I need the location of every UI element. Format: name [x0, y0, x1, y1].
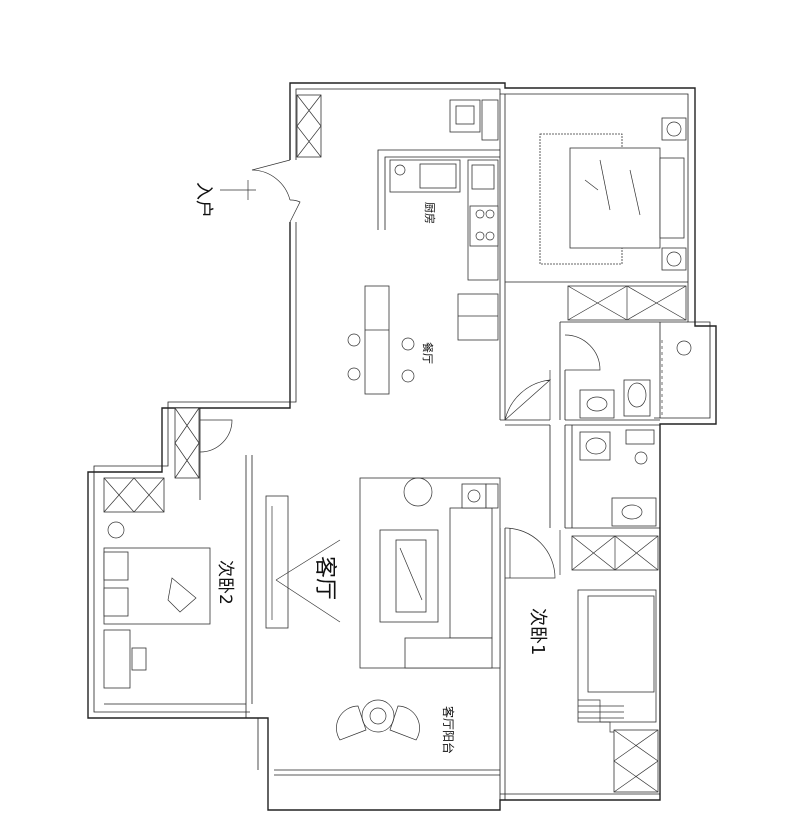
label-balcony: 客厅阳台	[441, 706, 456, 754]
label-bedroom1: 次卧1	[527, 608, 548, 655]
label-kitchen: 厨房	[423, 202, 436, 224]
bedroom2-furniture	[103, 407, 211, 689]
interior-walls	[199, 94, 688, 800]
living-room-furniture	[265, 477, 501, 669]
balcony-furniture	[336, 699, 420, 741]
master-bedroom-furniture	[539, 117, 687, 321]
bathroom-fixtures	[571, 340, 692, 571]
label-bedroom2: 次卧2	[215, 560, 235, 605]
entrance-arrow-icon	[220, 180, 256, 200]
label-dining: 餐厅	[421, 342, 435, 364]
room-labels: 入户 厨房 餐厅 客厅 次卧2 次卧1 客厅阳台	[193, 182, 548, 754]
dining-table-set	[347, 285, 415, 395]
doors	[199, 159, 601, 579]
label-living: 客厅	[312, 556, 337, 600]
bedroom1-furniture	[577, 589, 659, 793]
label-entrance: 入户	[193, 182, 214, 218]
kitchen-fixtures	[296, 94, 499, 341]
